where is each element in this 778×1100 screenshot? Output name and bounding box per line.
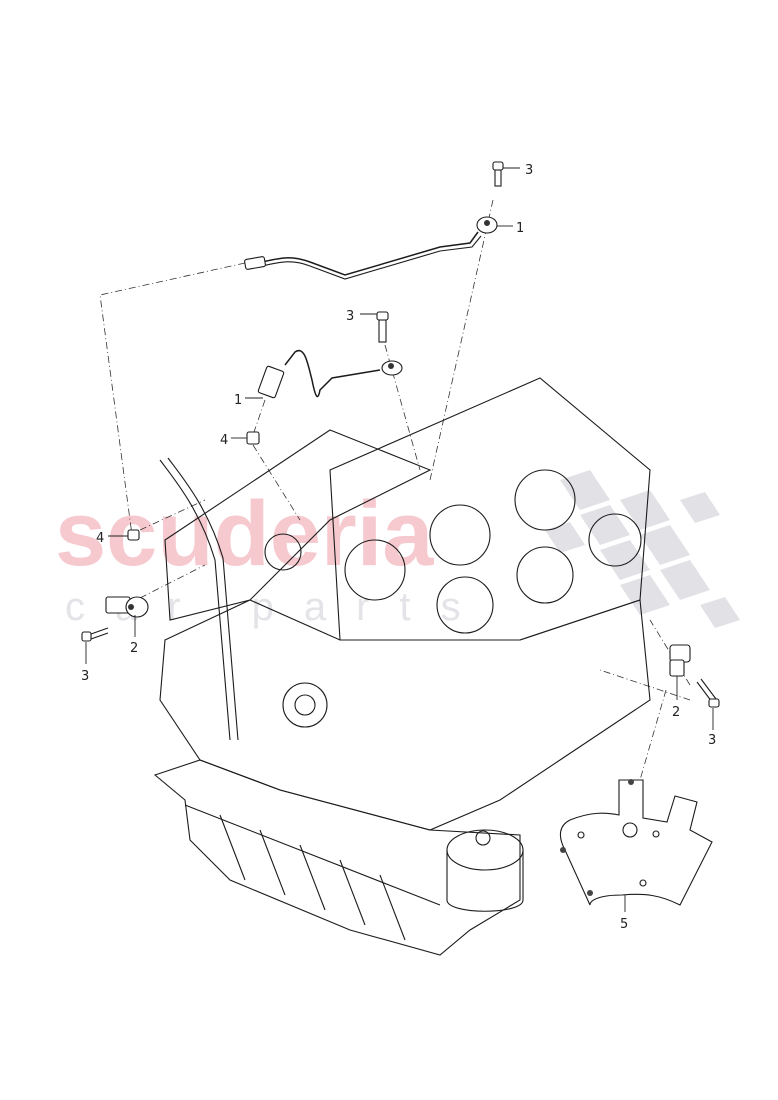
watermark: scuderia car parts	[55, 470, 740, 629]
callout-3-right[interactable]: 3	[708, 733, 716, 748]
bolt-right[interactable]	[696, 678, 720, 708]
heat-shield[interactable]	[559, 779, 713, 906]
callout-leaders	[85, 167, 714, 912]
clip-mid[interactable]	[246, 431, 260, 445]
callout-3-top[interactable]: 3	[525, 163, 533, 178]
callout-3-left[interactable]: 3	[81, 669, 89, 684]
callout-2-left[interactable]: 2	[130, 641, 138, 656]
callout-4-left[interactable]: 4	[96, 531, 104, 546]
sensor-connector-left[interactable]	[105, 596, 149, 618]
watermark-main-text: scuderia	[55, 483, 434, 585]
clip-left[interactable]	[127, 529, 140, 541]
callout-1-mid[interactable]: 1	[234, 393, 242, 408]
sensor-connector-right[interactable]	[669, 644, 691, 677]
callout-5-bottom[interactable]: 5	[620, 917, 628, 932]
callout-1-top[interactable]: 1	[516, 221, 524, 236]
assembly-lines	[99, 199, 691, 781]
callout-3-mid[interactable]: 3	[346, 309, 354, 324]
callouts: 3 1 3 1 4 4 2 3 2 3 5	[81, 163, 716, 932]
bolt-top[interactable]	[492, 161, 504, 187]
callout-2-right[interactable]: 2	[672, 705, 680, 720]
callout-4-mid[interactable]: 4	[220, 433, 228, 448]
engine-block	[153, 377, 651, 956]
knock-sensor-mid[interactable]	[257, 349, 403, 399]
bolt-left[interactable]	[81, 627, 109, 642]
knock-sensor-top[interactable]	[244, 216, 498, 280]
checker-flag-watermark	[545, 470, 740, 628]
bolt-mid[interactable]	[376, 311, 389, 343]
